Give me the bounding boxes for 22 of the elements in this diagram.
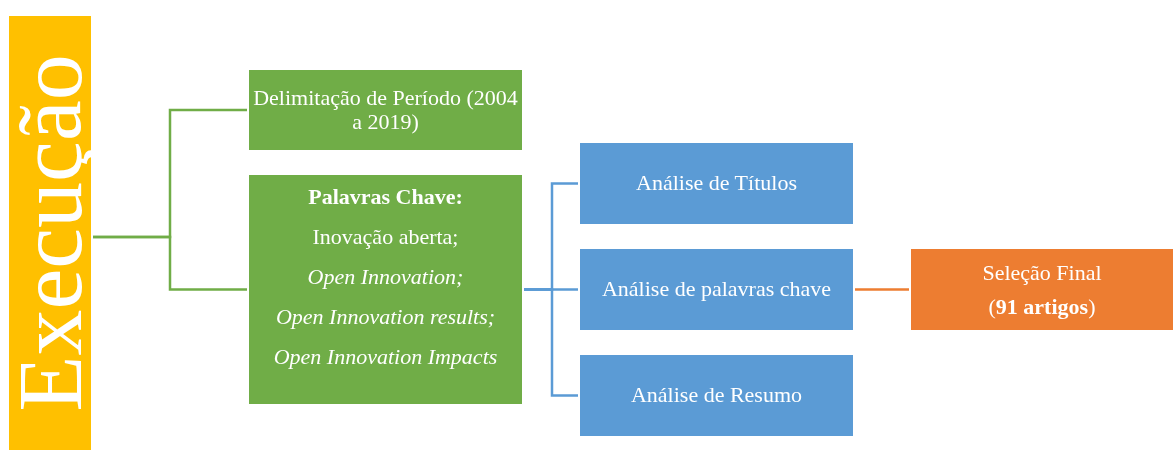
- box-text: Open Innovation Impacts: [273, 343, 498, 371]
- process-box: [580, 143, 853, 224]
- process-box: [580, 355, 853, 436]
- box-text: (91 artigos): [988, 292, 1096, 321]
- box-text: Análise de Resumo: [630, 383, 803, 408]
- box-text: Delimitação de Período (2004 a 2019): [252, 85, 519, 135]
- process-box: [249, 175, 522, 404]
- process-box: [580, 249, 853, 330]
- connector-line: [93, 235, 247, 291]
- stage-label: Execução: [4, 54, 96, 412]
- box-text: Open Innovation results;: [275, 303, 496, 331]
- process-box: [911, 249, 1173, 330]
- connector-line: [855, 288, 909, 291]
- process-box: [249, 70, 522, 150]
- stage-bar: [9, 16, 91, 450]
- box-text: Análise de palavras chave: [601, 277, 832, 302]
- box-text: Seleção Final: [982, 258, 1102, 287]
- box-heading: Palavras Chave:: [308, 183, 463, 211]
- box-text: Análise de Títulos: [636, 171, 797, 196]
- box-text: Open Innovation;: [307, 263, 464, 291]
- box-text: Inovação aberta;: [312, 223, 459, 251]
- connector-line: [524, 288, 578, 397]
